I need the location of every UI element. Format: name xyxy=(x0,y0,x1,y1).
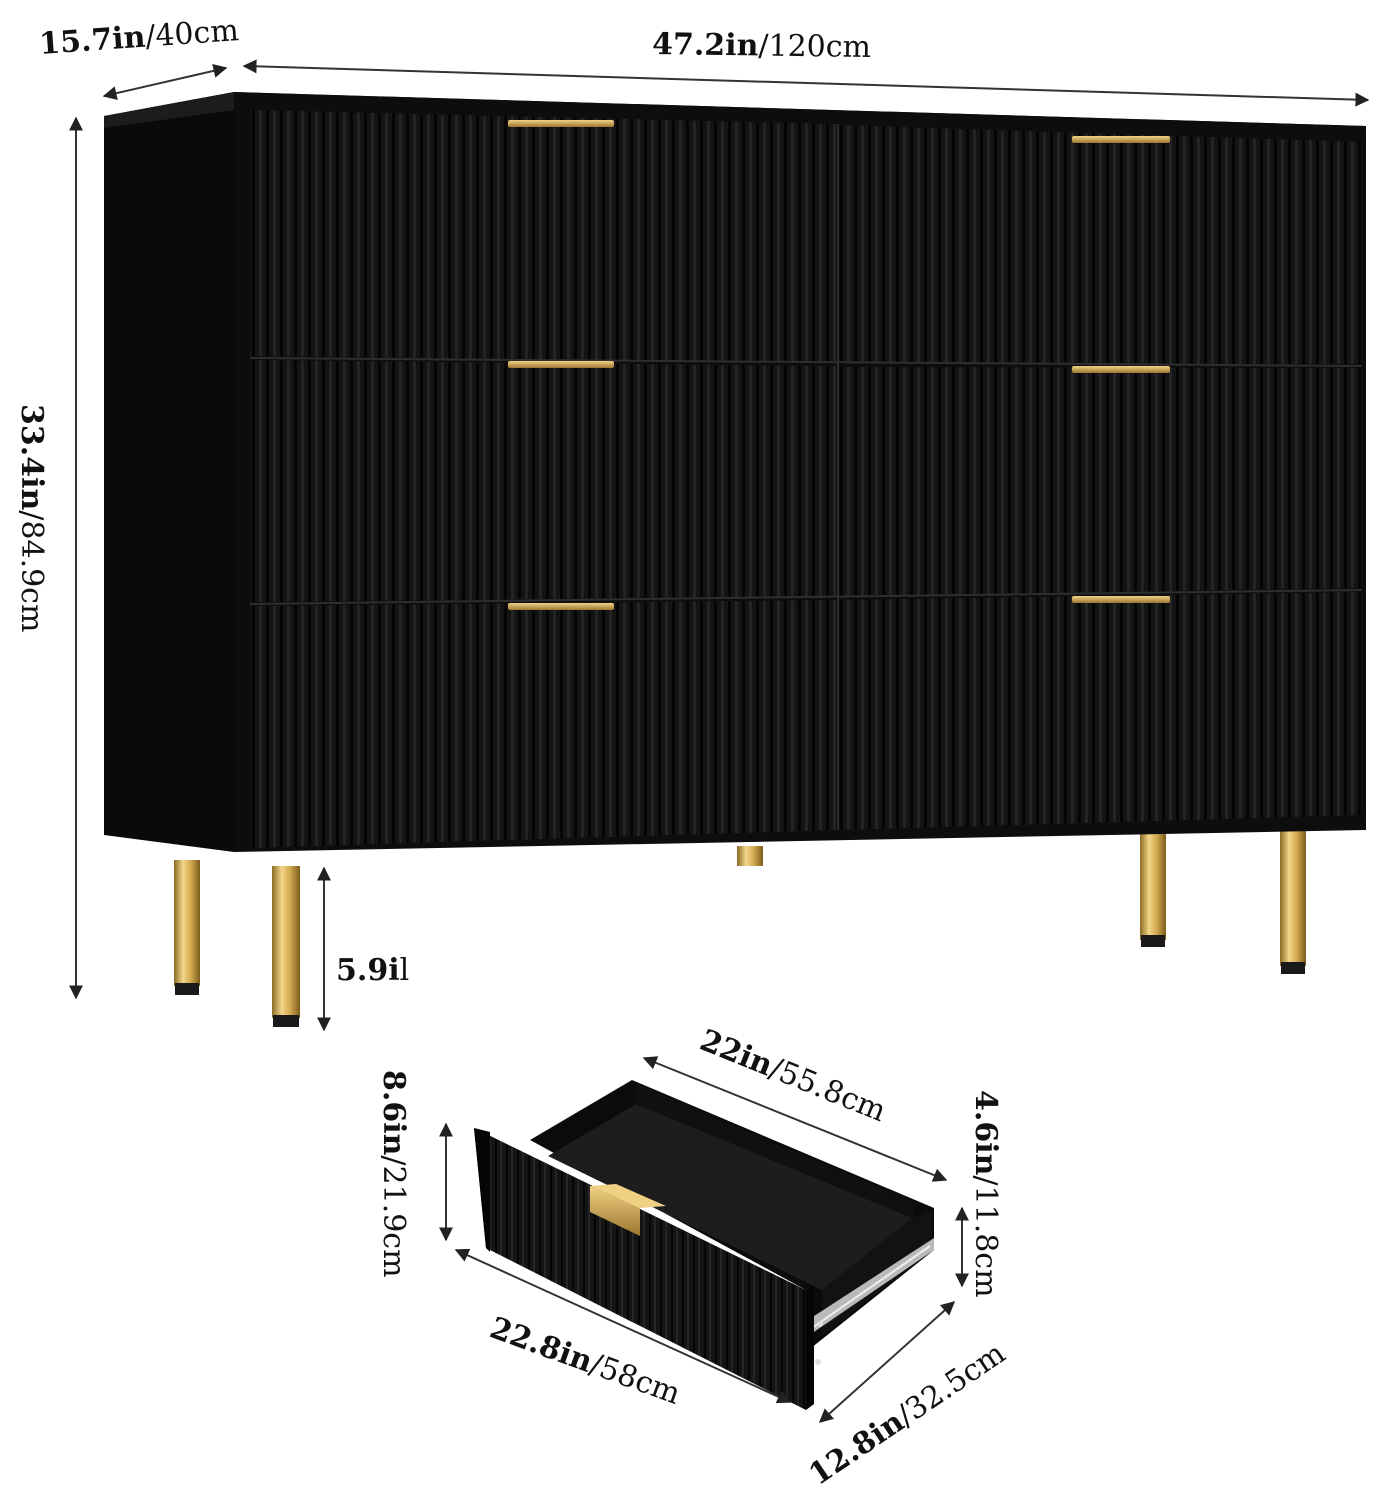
handle-top-right xyxy=(1072,136,1170,143)
handle-top-left xyxy=(508,120,614,127)
dimension-lines-main xyxy=(69,59,1370,1032)
drawer-mid-right xyxy=(840,367,1362,596)
height-label: 33.4in/84.9cm xyxy=(14,404,49,632)
drawer-inner-width-arrow xyxy=(642,1056,948,1182)
width-label: 47.2in/120cm xyxy=(652,27,871,65)
drawer-inner-width-label: 22in/55.8cm xyxy=(695,1023,891,1129)
drawer-top-left xyxy=(250,110,836,363)
drawer-depth-label: 12.8in/32.5cm xyxy=(803,1336,1012,1493)
handle-mid-right xyxy=(1072,366,1170,373)
drawer-seams xyxy=(249,124,1363,830)
drawer-inner-height-label: 4.6in/11.8cm xyxy=(968,1090,1003,1298)
drawer-top-right xyxy=(840,125,1362,364)
depth-label: 15.7in/40cm xyxy=(38,13,240,62)
handle-mid-left xyxy=(508,361,614,368)
drawer-mid-left xyxy=(250,360,836,602)
dresser-side-panel xyxy=(104,92,234,852)
width-arrow xyxy=(242,59,1370,107)
drawer-box-floor xyxy=(548,1104,912,1290)
back-leg-far-left xyxy=(174,860,200,995)
dresser xyxy=(104,92,1366,1027)
depth-arrow xyxy=(102,63,228,101)
handle-bot-left xyxy=(508,603,614,610)
back-leg-right xyxy=(1140,834,1166,947)
drawer-front-height-label: 8.6in/21.9cm xyxy=(376,1070,411,1278)
drawer-handle-open xyxy=(590,1184,666,1236)
drawer-front-width-arrow xyxy=(454,1248,792,1404)
drawer-handles xyxy=(508,120,1170,610)
drawer-bot-right xyxy=(840,592,1362,830)
drawer-bot-left xyxy=(250,600,836,848)
drawer-depth-arrow xyxy=(818,1301,956,1423)
dimension-lines-drawer xyxy=(439,1056,969,1423)
handle-bot-right xyxy=(1072,596,1170,603)
back-leg-left xyxy=(737,846,763,866)
front-leg-far-right xyxy=(1280,830,1306,974)
front-leg-left xyxy=(272,866,300,1027)
leg-height-label: 5.9il xyxy=(336,953,409,988)
